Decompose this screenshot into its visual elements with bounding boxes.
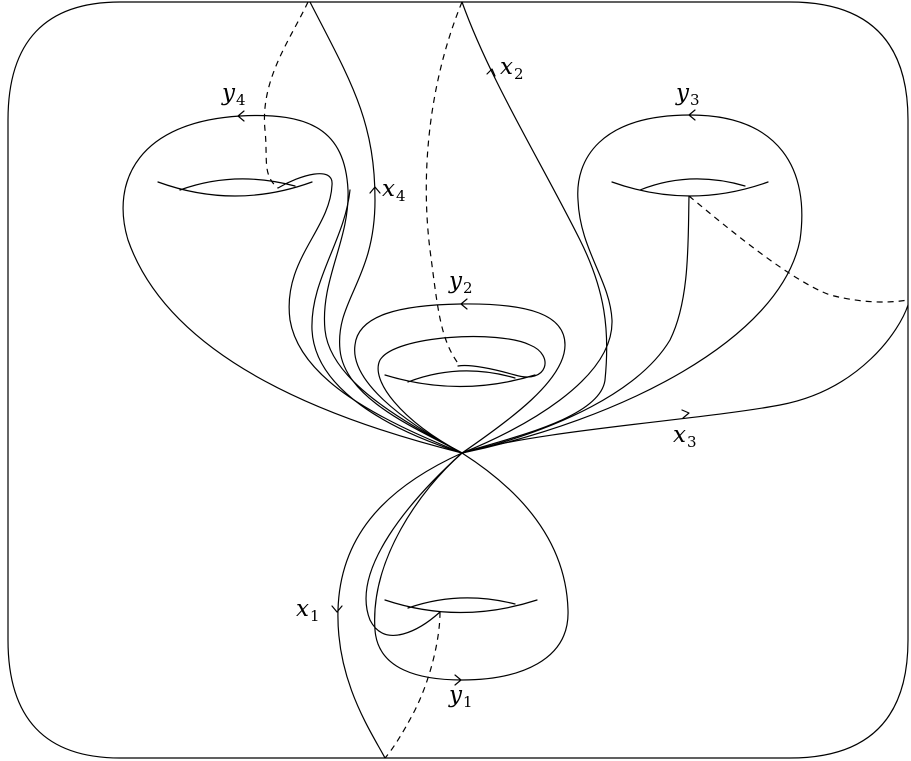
handle-2-outline (354, 303, 566, 454)
handle-1-hole-lower (384, 599, 538, 614)
curve-y4-inner-loop (277, 173, 463, 454)
label-x3: x3 (673, 422, 697, 451)
curve-y2-inner-loop (377, 335, 546, 454)
curve-x4 (309, 1, 463, 454)
arrow-x4 (369, 186, 381, 194)
handle-2-hole-upper (407, 370, 516, 383)
handle-4-outline (122, 114, 463, 454)
arrow-y4 (237, 110, 245, 122)
label-y1: y1 (449, 682, 473, 711)
arrow-y3 (688, 109, 696, 121)
handle-1-hole-upper (407, 597, 516, 609)
label-x4: x4 (382, 176, 406, 205)
label-x1: x1 (296, 596, 320, 625)
curve-x1 (337, 452, 463, 759)
handle-3-hole-lower (611, 181, 769, 197)
handle-3-outline (461, 114, 803, 454)
arrow-y2 (460, 298, 468, 310)
arrow-x2 (486, 68, 496, 77)
handle-2-hole-lower (384, 374, 536, 388)
dashed-y1 (384, 611, 441, 759)
label-y4: y4 (222, 80, 246, 109)
handle-3-hole-upper (639, 178, 746, 191)
curve-x2 (461, 1, 608, 454)
outer-boundary (7, 1, 909, 759)
curve-x3 (461, 304, 909, 454)
dashed-x4 (263, 1, 309, 189)
label-y2: y2 (449, 268, 473, 297)
curve-x4-loop-a (311, 189, 463, 454)
curve-y1-inner-loop (365, 452, 463, 636)
dashed-y3 (688, 195, 909, 303)
curve-y3-stem (461, 195, 690, 454)
handle-4-hole-upper (179, 178, 296, 191)
handle-4-hole-lower (157, 181, 313, 197)
handle-1-outline (374, 452, 569, 681)
label-x2: x2 (500, 54, 524, 83)
dashed-x2 (425, 1, 463, 367)
arrow-x1 (331, 605, 343, 613)
arrow-y1 (454, 674, 462, 686)
arrow-x3 (681, 409, 690, 419)
label-y3: y3 (676, 80, 700, 109)
